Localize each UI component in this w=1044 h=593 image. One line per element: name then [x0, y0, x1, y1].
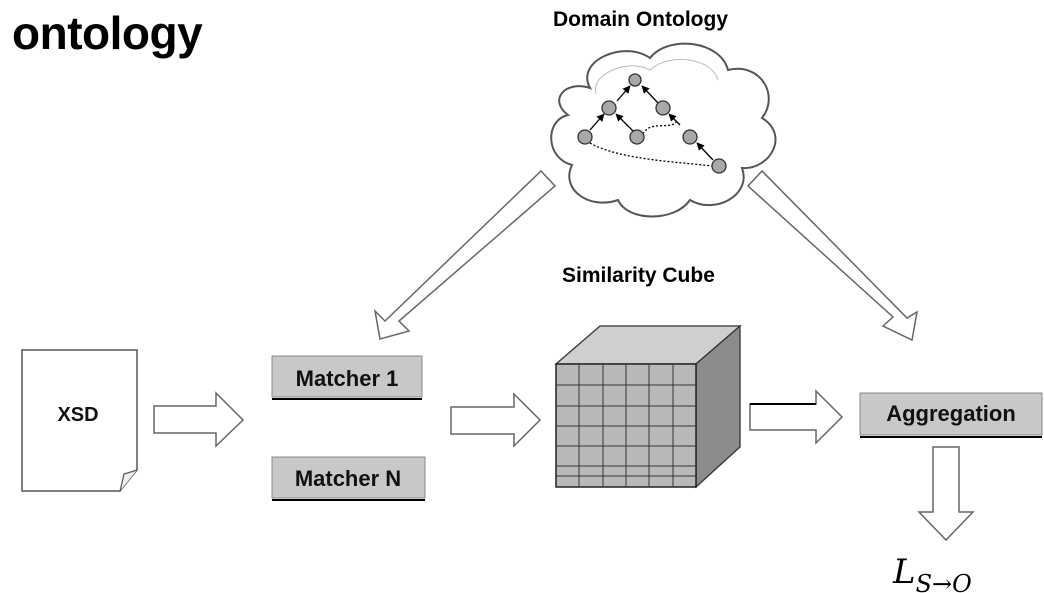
aggregation-box: Aggregation: [859, 392, 1043, 438]
matcher-n-box: Matcher N: [271, 456, 426, 501]
ontology-graph: [589, 85, 714, 167]
arrow-xsd-to-matchers: [153, 391, 245, 448]
matcher-1-label: Matcher 1: [296, 366, 399, 391]
matcher-n-label: Matcher N: [295, 466, 401, 491]
arrow-cube-to-aggregation: [749, 389, 844, 445]
xsd-document: XSD: [21, 349, 138, 492]
arrow-aggregation-to-result: [917, 446, 975, 542]
aggregation-label: Aggregation: [886, 401, 1016, 426]
arrow-matchers-to-cube: [450, 392, 542, 448]
result-main-symbol: L: [893, 552, 916, 592]
ontology-nodes: [577, 73, 727, 174]
result-subscript: S→O: [915, 570, 972, 593]
xsd-label: XSD: [57, 404, 98, 426]
page-title: ontology: [12, 7, 203, 59]
domain-ontology-label: Domain Ontology: [553, 8, 728, 31]
arrow-ontology-to-aggregation: [746, 169, 919, 342]
arrow-ontology-to-matcher: [373, 169, 557, 340]
similarity-cube: [554, 324, 742, 489]
similarity-cube-label: Similarity Cube: [562, 264, 715, 287]
result-mapping-formula: LS→O: [893, 552, 972, 593]
matcher-1-box: Matcher 1: [271, 355, 423, 400]
